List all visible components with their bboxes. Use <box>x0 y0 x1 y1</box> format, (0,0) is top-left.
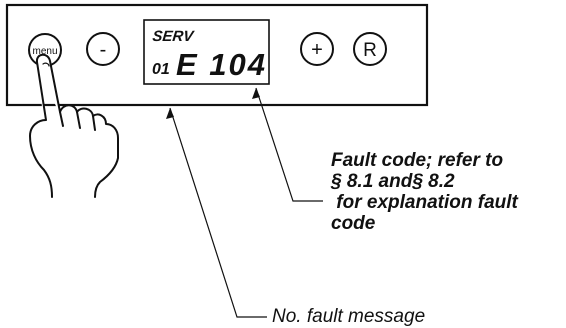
plus-button-label: + <box>311 39 323 61</box>
fault-message-leader <box>166 107 267 318</box>
lcd-display: SERV 01 E 104 <box>143 19 270 85</box>
reset-button[interactable]: R <box>353 32 387 66</box>
pointing-hand-icon <box>29 53 119 198</box>
fault-code-line-4: code <box>331 213 376 234</box>
fault-code-leader <box>252 87 323 202</box>
fault-message-annotation: No. fault message <box>272 306 426 327</box>
plus-button[interactable]: + <box>300 32 334 66</box>
minus-button-label: - <box>100 39 107 61</box>
display-fault-code: E 104 <box>176 47 267 82</box>
minus-button[interactable]: - <box>86 32 120 66</box>
display-fault-count: 01 <box>152 61 170 78</box>
fault-code-annotation: Fault code; refer to § 8.1 and§ 8.2 for … <box>331 150 518 234</box>
menu-button-label: menu <box>32 46 57 57</box>
fault-code-line-1: Fault code; refer to <box>331 150 504 171</box>
display-serv-text: SERV <box>152 28 197 45</box>
reset-button-label: R <box>363 40 377 61</box>
fault-code-line-2: § 8.1 and§ 8.2 <box>331 171 455 192</box>
fault-code-line-3: for explanation fault <box>331 192 518 213</box>
